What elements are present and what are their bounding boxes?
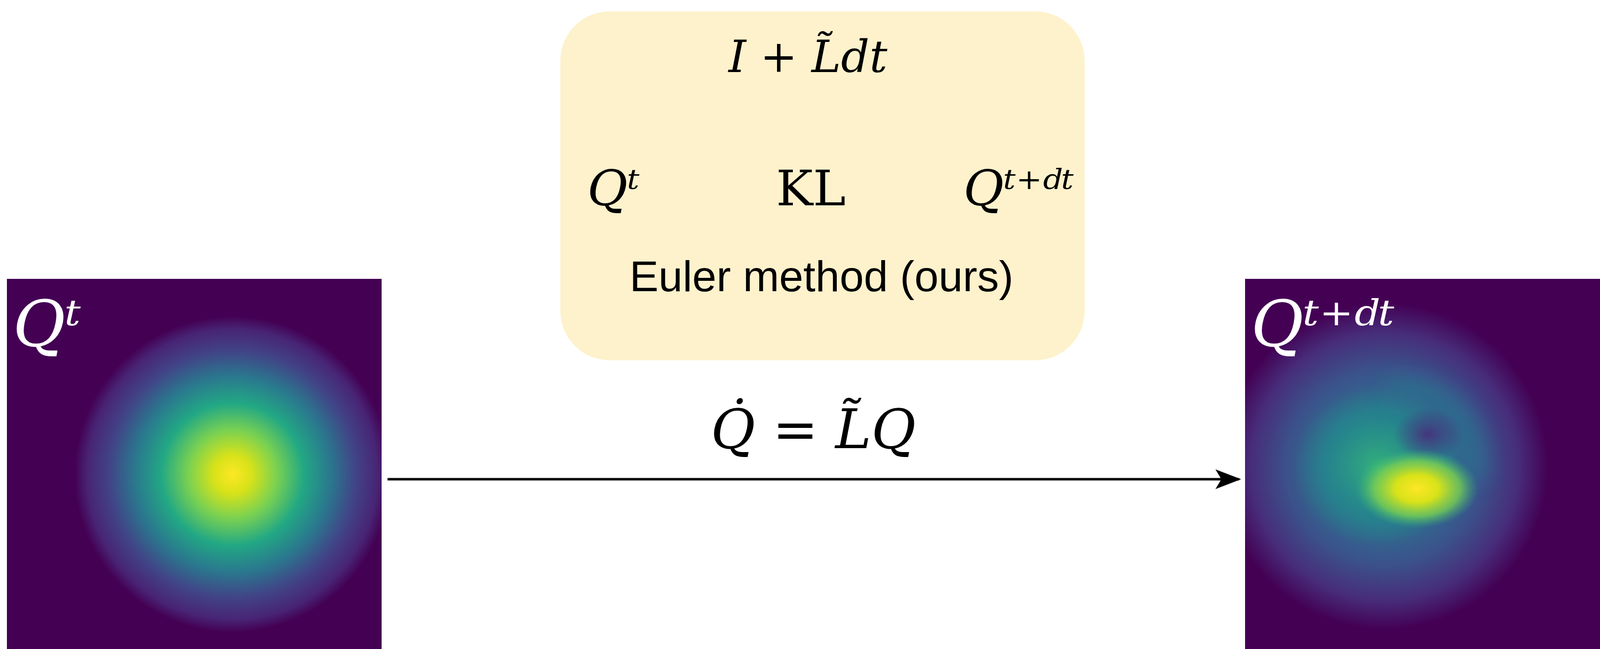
heatmap-panel: Qᵗ⁺ᵈᵗ: [1245, 278, 1600, 649]
panel-label: Qᵗ: [12, 288, 82, 360]
distribution-symbol: Qᵗ⁺ᵈᵗ: [962, 161, 1076, 216]
edge-label: Q̇ = L̃Q: [710, 399, 917, 460]
distribution-symbol: Qᵗ: [586, 161, 642, 216]
divergence-symbol: KL: [775, 161, 848, 216]
math-symbol: Qᵗ⁺ᵈᵗ: [963, 161, 1075, 216]
panel-label: Qᵗ⁺ᵈᵗ: [1250, 288, 1395, 360]
heatmap-left: [6, 278, 382, 649]
edge-label: I + L̃dt: [728, 32, 888, 81]
math-symbol: KL: [776, 161, 846, 216]
heatmap-right: [1245, 278, 1600, 649]
method-caption: Euler method (ours): [629, 252, 1014, 301]
heatmap-panel: Qᵗ: [6, 278, 382, 649]
connector-arrow: [387, 478, 1240, 481]
math-symbol: Qᵗ: [587, 161, 641, 216]
